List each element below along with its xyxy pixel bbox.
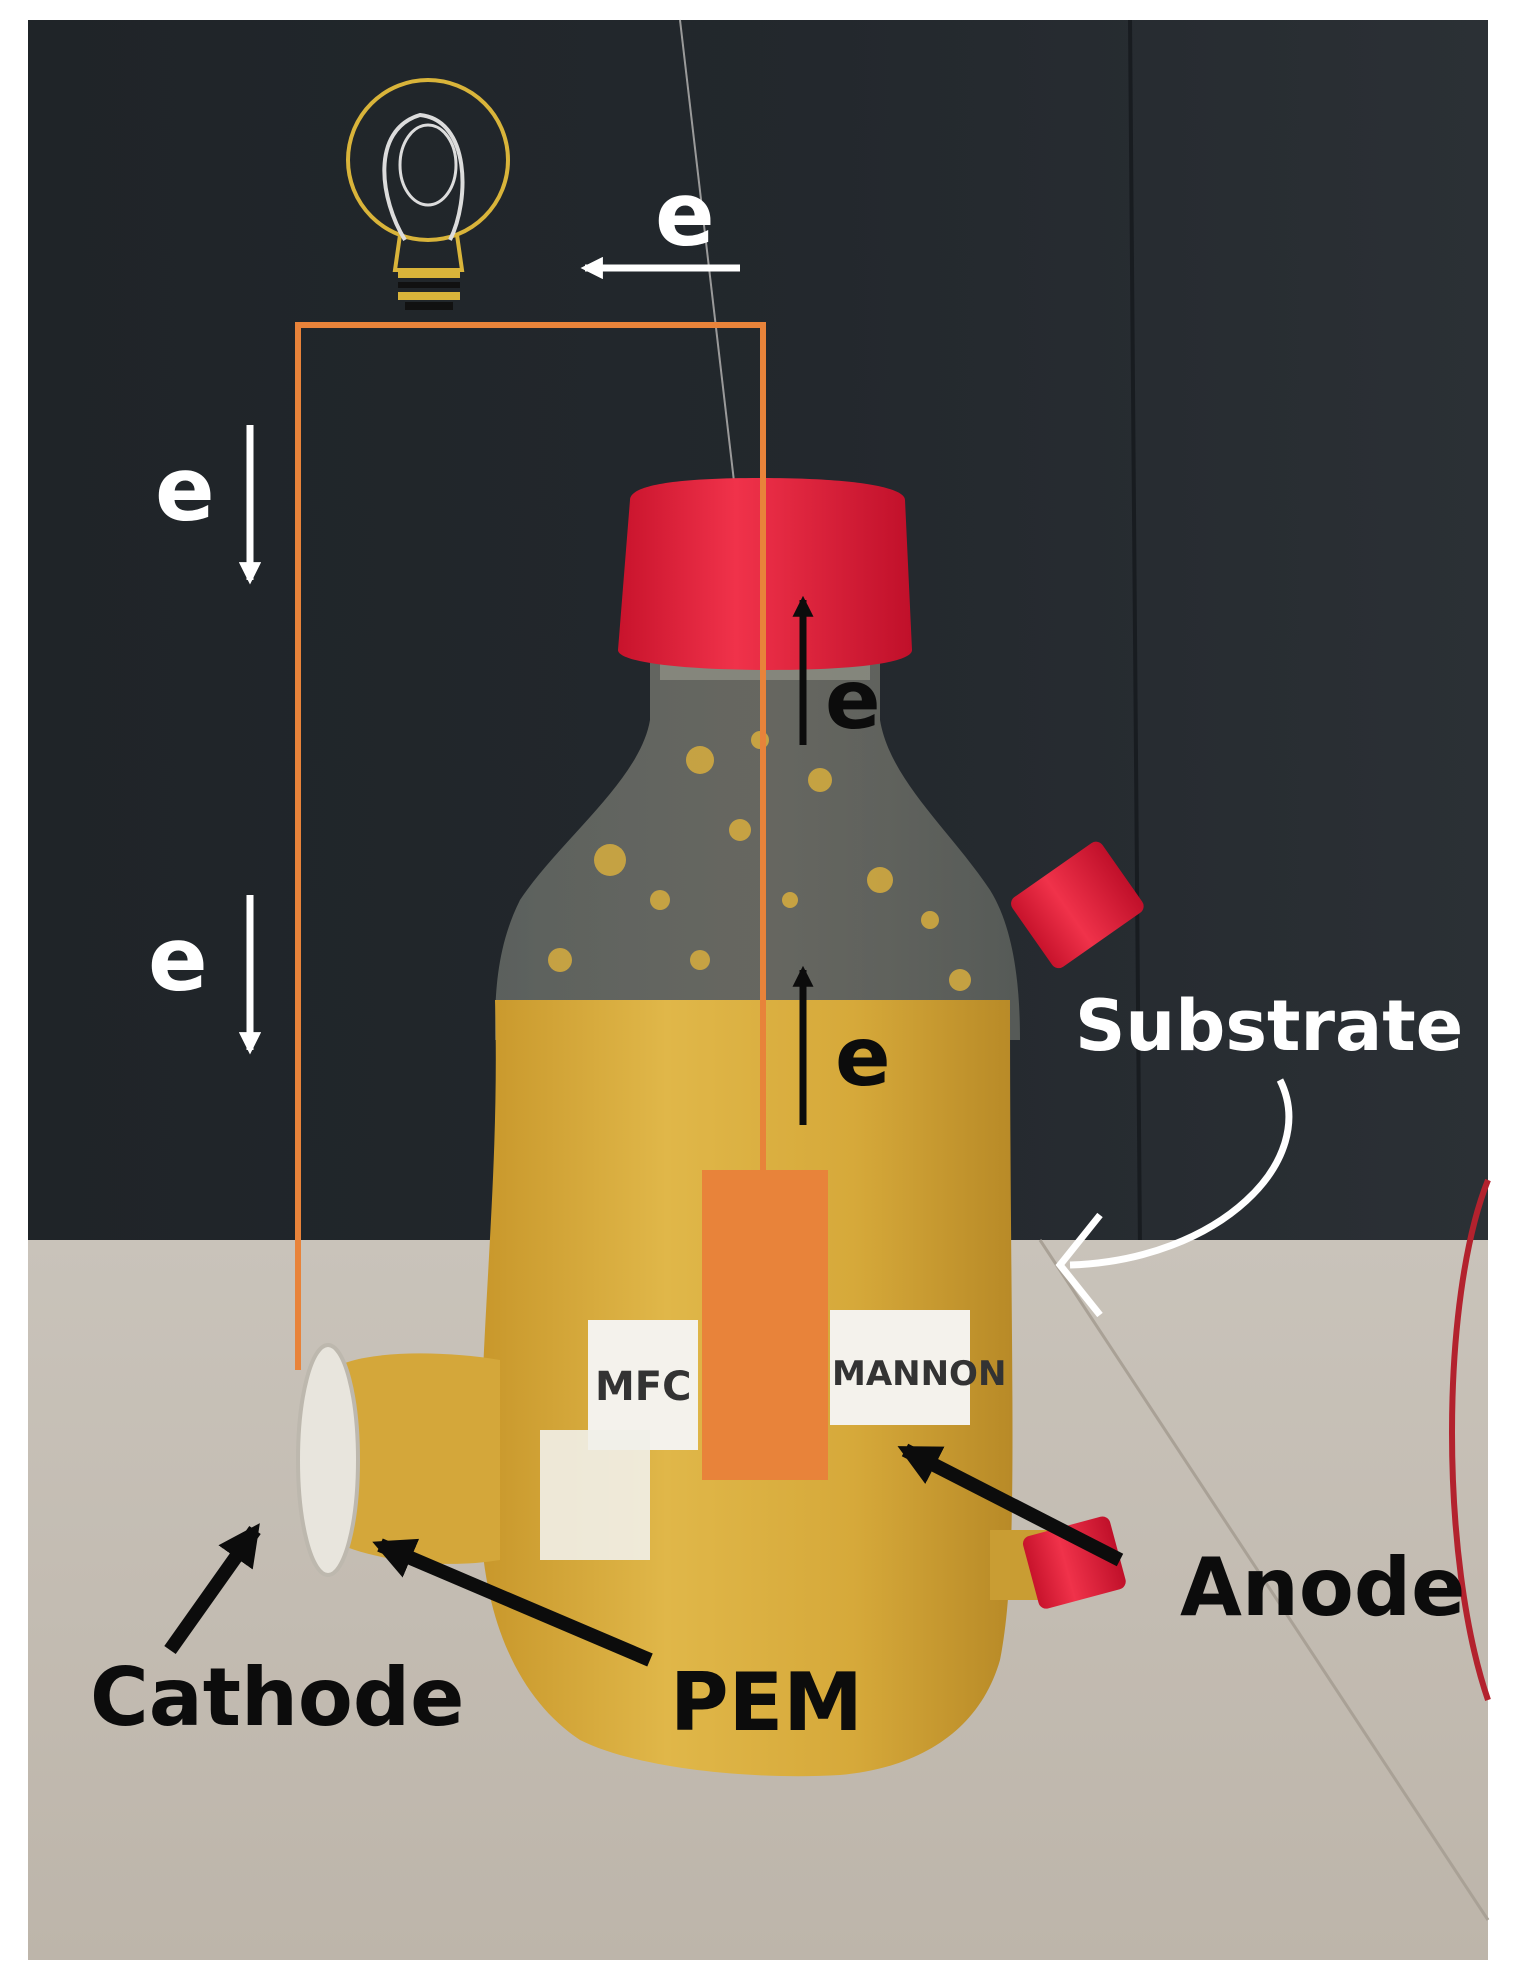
electron-label-cap: e	[825, 653, 881, 748]
red-cable	[1449, 1178, 1491, 1701]
cathode-label: Cathode	[90, 1651, 464, 1744]
table-edge-line	[1038, 1239, 1490, 1921]
cathode-pointer-arrow	[164, 1523, 261, 1655]
substrate-label: Substrate	[1075, 985, 1463, 1067]
wall-seam	[1128, 19, 1142, 1251]
bottom-side-cap	[1022, 1516, 1126, 1609]
tape-text-right: MANNON	[832, 1354, 1006, 1394]
anode-electrode	[702, 1170, 828, 1480]
electron-label-mid: e	[835, 1010, 891, 1105]
cathode-disk	[296, 1343, 360, 1577]
bottle	[296, 620, 1050, 1777]
circuit-wire	[295, 322, 766, 1370]
pem-pointer-arrow	[372, 1538, 653, 1667]
tape-text-left: MFC	[595, 1364, 691, 1410]
electron-label-top: e	[655, 163, 715, 266]
anode-label: Anode	[1180, 1541, 1465, 1634]
tape-label-left: MFC	[588, 1320, 698, 1450]
hanging-wire	[679, 19, 736, 491]
tape-label-right: MANNON	[830, 1310, 1006, 1425]
anode-pointer-arrow	[897, 1443, 1124, 1567]
side-cap	[1011, 841, 1144, 969]
electron-label-left-2: e	[148, 908, 208, 1011]
blank-sticker	[540, 1430, 650, 1560]
substrate-arrow	[1069, 1078, 1293, 1269]
pem-label: PEM	[670, 1656, 863, 1749]
substrate-arrow-head	[1055, 1212, 1103, 1318]
electron-label-left-1: e	[155, 438, 215, 541]
light-bulb-icon	[346, 78, 510, 310]
